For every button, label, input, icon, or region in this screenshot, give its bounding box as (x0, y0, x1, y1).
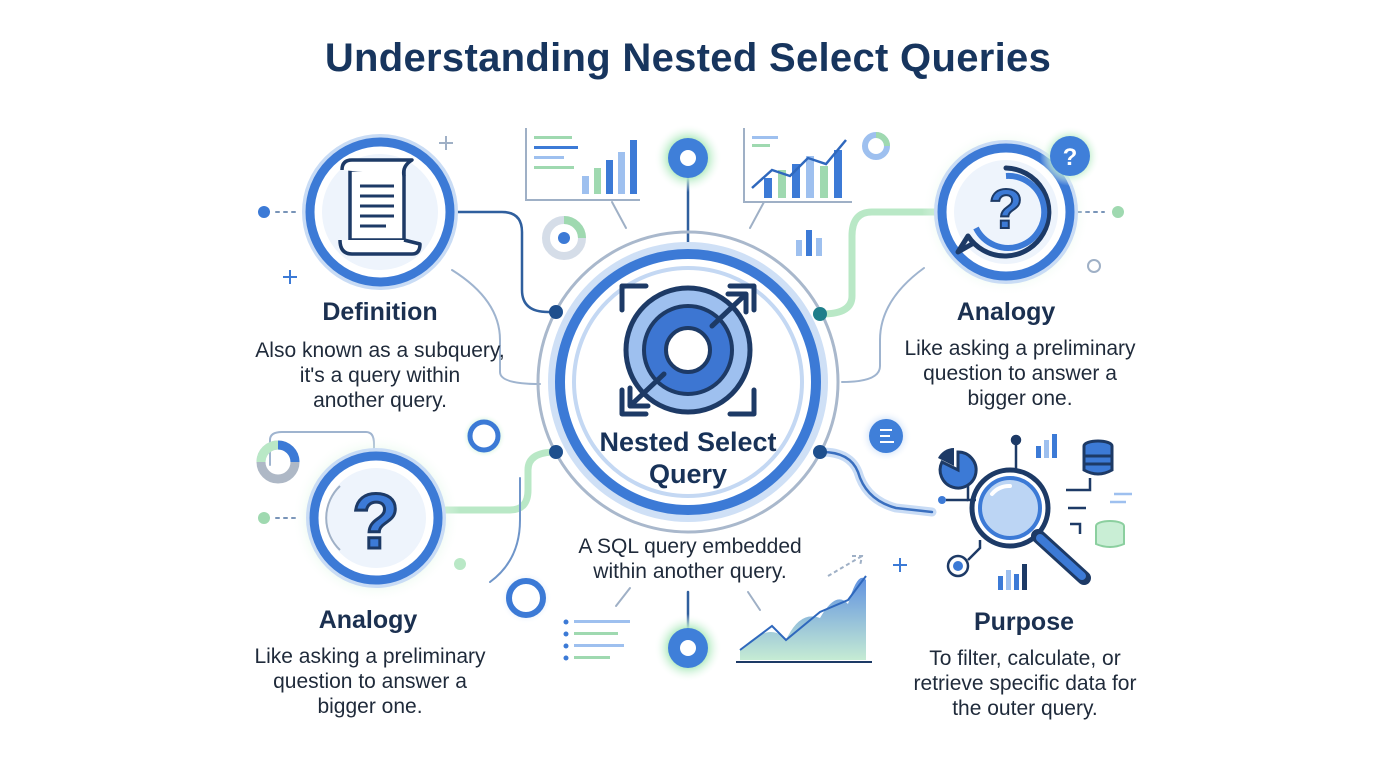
analogy-bottom-node (292, 434, 460, 602)
definition-desc-line: Also known as a subquery, (255, 339, 505, 362)
center-label-line: Query (648, 459, 728, 489)
bottom-node-icon (654, 614, 722, 682)
analogy-top-desc-line: Like asking a preliminary (904, 337, 1136, 360)
ring-decor (462, 410, 912, 624)
center-label: Nested Select Query (568, 426, 808, 490)
analogy-bottom-heading: Analogy (318, 606, 418, 634)
bar-chart-decor-left (525, 128, 640, 201)
small-bars-decor (796, 230, 822, 256)
scroll-icon (338, 158, 422, 256)
svg-text:?: ? (352, 477, 400, 565)
pie-chart-icon (938, 448, 978, 490)
top-node-icon (654, 124, 722, 192)
question-mark-icon: ? (351, 476, 402, 567)
question-bubble-icon: ? (955, 165, 1052, 259)
analogy-bottom-description: Like asking a preliminary question to an… (200, 644, 540, 719)
definition-description: Also known as a subquery, it's a query w… (210, 338, 550, 413)
purpose-desc-line: To filter, calculate, or (929, 647, 1121, 670)
analogy-bottom-desc-line: question to answer a (273, 670, 467, 693)
analogy-bottom-desc-line: bigger one. (317, 695, 423, 718)
nested-target-icon (619, 283, 757, 417)
center-description: A SQL query embedded within another quer… (540, 534, 840, 584)
purpose-desc-line: the outer query. (952, 697, 1098, 720)
question-badge-icon: ? (1040, 126, 1100, 186)
center-label-line: Nested Select (599, 427, 777, 457)
magnifier-icon (969, 467, 1091, 585)
purpose-desc-line: retrieve specific data for (913, 672, 1137, 695)
center-desc-line: A SQL query embedded (578, 535, 802, 558)
definition-heading: Definition (322, 298, 438, 326)
analogy-top-description: Like asking a preliminary question to an… (860, 336, 1180, 411)
list-decor (563, 619, 630, 661)
definition-desc-line: it's a query within (299, 364, 461, 387)
dot-decor (258, 206, 1124, 570)
analogy-top-desc-line: question to answer a (923, 362, 1117, 385)
database-green-icon (1095, 520, 1125, 548)
analogy-bottom-desc-line: Like asking a preliminary (254, 645, 486, 668)
page-title: Understanding Nested Select Queries (324, 36, 1052, 80)
line-chart-decor-right (743, 128, 852, 203)
sparkle-decor (283, 136, 907, 572)
svg-text:?: ? (1063, 144, 1078, 171)
svg-text:?: ? (989, 177, 1023, 240)
analogy-top-desc-line: bigger one. (967, 387, 1073, 410)
database-icon (1082, 439, 1114, 476)
donut-decor (256, 132, 890, 484)
purpose-decor (938, 434, 1132, 590)
analogy-top-heading: Analogy (956, 298, 1056, 326)
purpose-description: To filter, calculate, or retrieve specif… (870, 646, 1180, 721)
area-chart-decor (736, 555, 872, 663)
center-desc-line: within another query. (593, 560, 787, 583)
definition-desc-line: another query. (313, 389, 447, 412)
connector-lines (269, 176, 1105, 630)
purpose-heading: Purpose (973, 608, 1075, 636)
